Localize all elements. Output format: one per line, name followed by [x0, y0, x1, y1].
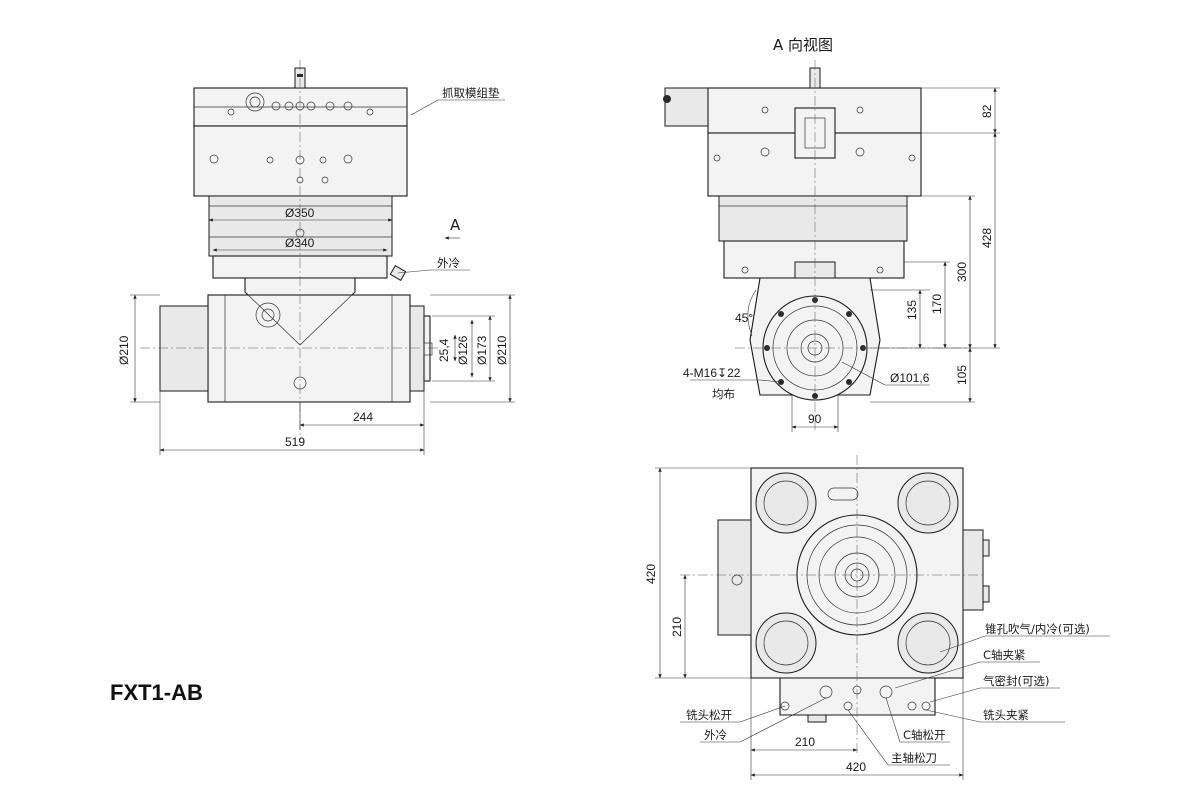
callout-spindle-release: 主轴松刀 [891, 751, 937, 765]
front-dim-d126: Ø126 [456, 335, 470, 365]
side-dim-90: 90 [808, 412, 822, 426]
model-label: FXT1-AB [110, 680, 203, 705]
callout-external-cooling: 外冷 [437, 256, 460, 270]
bottom-view: 420 210 210 420 锥孔吹气/内冷(可选) C轴夹紧 气密封(可选)… [644, 455, 1110, 780]
side-dim-428: 428 [980, 228, 994, 248]
front-dim-d210-left: Ø210 [117, 335, 131, 365]
bottom-dim-210-v: 210 [670, 617, 684, 637]
front-dim-d173: Ø173 [475, 335, 489, 365]
side-dim-105: 105 [955, 365, 969, 385]
view-title: A 向视图 [773, 36, 833, 54]
side-dim-thread-note: 均布 [712, 387, 735, 401]
side-dim-82: 82 [980, 104, 994, 118]
front-dim-d210-right: Ø210 [495, 335, 509, 365]
callout-head-clamp: 铣头夹紧 [983, 708, 1029, 722]
bottom-dim-210-h: 210 [795, 735, 815, 749]
side-dim-170: 170 [930, 294, 944, 314]
callout-ext-cooling: 外冷 [704, 728, 727, 742]
front-dim-519: 519 [285, 435, 305, 449]
face-bolt-circle [764, 297, 866, 399]
bottom-dim-420-h: 420 [846, 760, 866, 774]
side-dim-thread: 4-M16↧22 [683, 366, 741, 380]
side-dim-45deg: 45° [735, 311, 753, 325]
front-view: Ø350 Ø340 MY A 抓取模组垫 外冷 [117, 60, 515, 455]
side-view: A 向视图 [663, 36, 1000, 432]
bottom-dim-420-v: 420 [644, 564, 658, 584]
callout-c-release: C轴松开 [903, 728, 946, 742]
side-dim-d101-6: Ø101,6 [890, 371, 930, 385]
front-dim-244: 244 [353, 410, 373, 424]
callout-c-clamp: C轴夹紧 [983, 648, 1026, 662]
front-dim-25-4: 25,4 [437, 338, 451, 362]
callout-head-release: 铣头松开 [686, 708, 732, 722]
callout-air-seal: 气密封(可选) [983, 674, 1049, 688]
side-plate-holes [713, 106, 916, 162]
side-dim-300: 300 [955, 262, 969, 282]
view-arrow-a-label: A [450, 216, 461, 234]
callout-mould-pad: 抓取模组垫 [442, 86, 500, 100]
callout-taper-air: 锥孔吹气/内冷(可选) [985, 622, 1090, 636]
corner-pockets [755, 472, 959, 674]
side-dim-135: 135 [905, 300, 919, 320]
